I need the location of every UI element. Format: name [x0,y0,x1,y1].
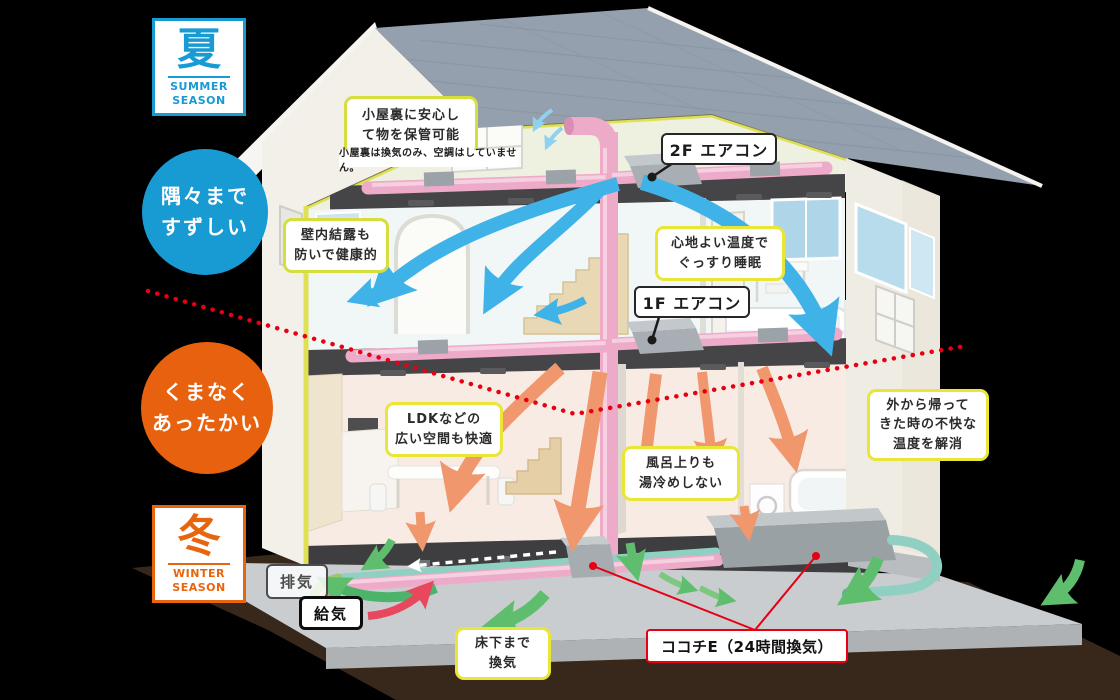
1f-ceiling-diffusers [380,362,830,376]
ahu-1f [626,318,704,354]
winter-zone-bubble: くまなく あったかい [141,342,273,474]
summer-kanji: 夏 [177,23,221,75]
badge-divider [168,562,230,565]
summer-word2: SEASON [172,93,226,107]
system-name-label: ココチE（24時間換気） [646,629,848,663]
winter-word1: WINTER [173,566,225,580]
winter-word2: SEASON [172,580,226,594]
after-bath-callout: 風呂上りも 湯冷めしない [622,446,740,501]
attic-storage-callout: 小屋裏に安心し て物を保管可能 [344,96,478,155]
summer-word1: SUMMER [170,79,228,93]
summer-bubble-line2: すずしい [161,215,249,239]
supply-tag: 給気 [299,596,363,630]
wall-condensation-callout: 壁内結露も 防いで健康的 [283,218,389,273]
ventilation-arrows [316,538,1085,640]
leader-lines [589,159,820,631]
stairs-1f [505,437,562,495]
ac-1f-label: 1F エアコン [634,286,750,318]
roof-ridge-edge [647,6,1043,188]
winter-bubble-line1: くまなく [163,380,251,404]
2f-ceiling-diffusers [408,192,832,206]
summer-season-badge: 夏 SUMMER SEASON [152,18,246,116]
summer-bubble-line1: 隅々まで [161,184,249,208]
ldk-comfort-callout: LDKなどの 広い空間も快適 [385,402,503,457]
winter-bubble-line2: あったかい [152,411,262,435]
attic-note: 小屋裏は換気のみ、空調はしていません。 [339,147,517,174]
summer-zone-bubble: 隅々まで すずしい [142,149,268,275]
right-wall-window-upper [854,201,908,295]
attic-storage-line2: て物を保管可能 [361,127,460,143]
winter-kanji: 冬 [177,510,221,562]
badge-divider [168,75,230,78]
supply-arrow [367,580,435,620]
season-boundary-dotted-line [145,288,968,417]
comfortable-sleep-callout: 心地よい温度で ぐっすり睡眠 [655,226,785,281]
underfloor-flow-dashed-arrow [407,550,557,573]
underfloor-vent-callout: 床下まで 換気 [455,627,551,680]
returning-home-callout: 外から帰って きた時の不快な 温度を解消 [867,389,989,461]
ac-2f-label: 2F エアコン [661,133,777,165]
winter-season-badge: 冬 WINTER SEASON [152,505,246,603]
exhaust-tag: 排気 [266,564,328,599]
ventilation-unit [706,508,896,568]
attic-storage-line1: 小屋裏に安心し [361,108,460,123]
summer-airflow-arrows [346,108,840,357]
